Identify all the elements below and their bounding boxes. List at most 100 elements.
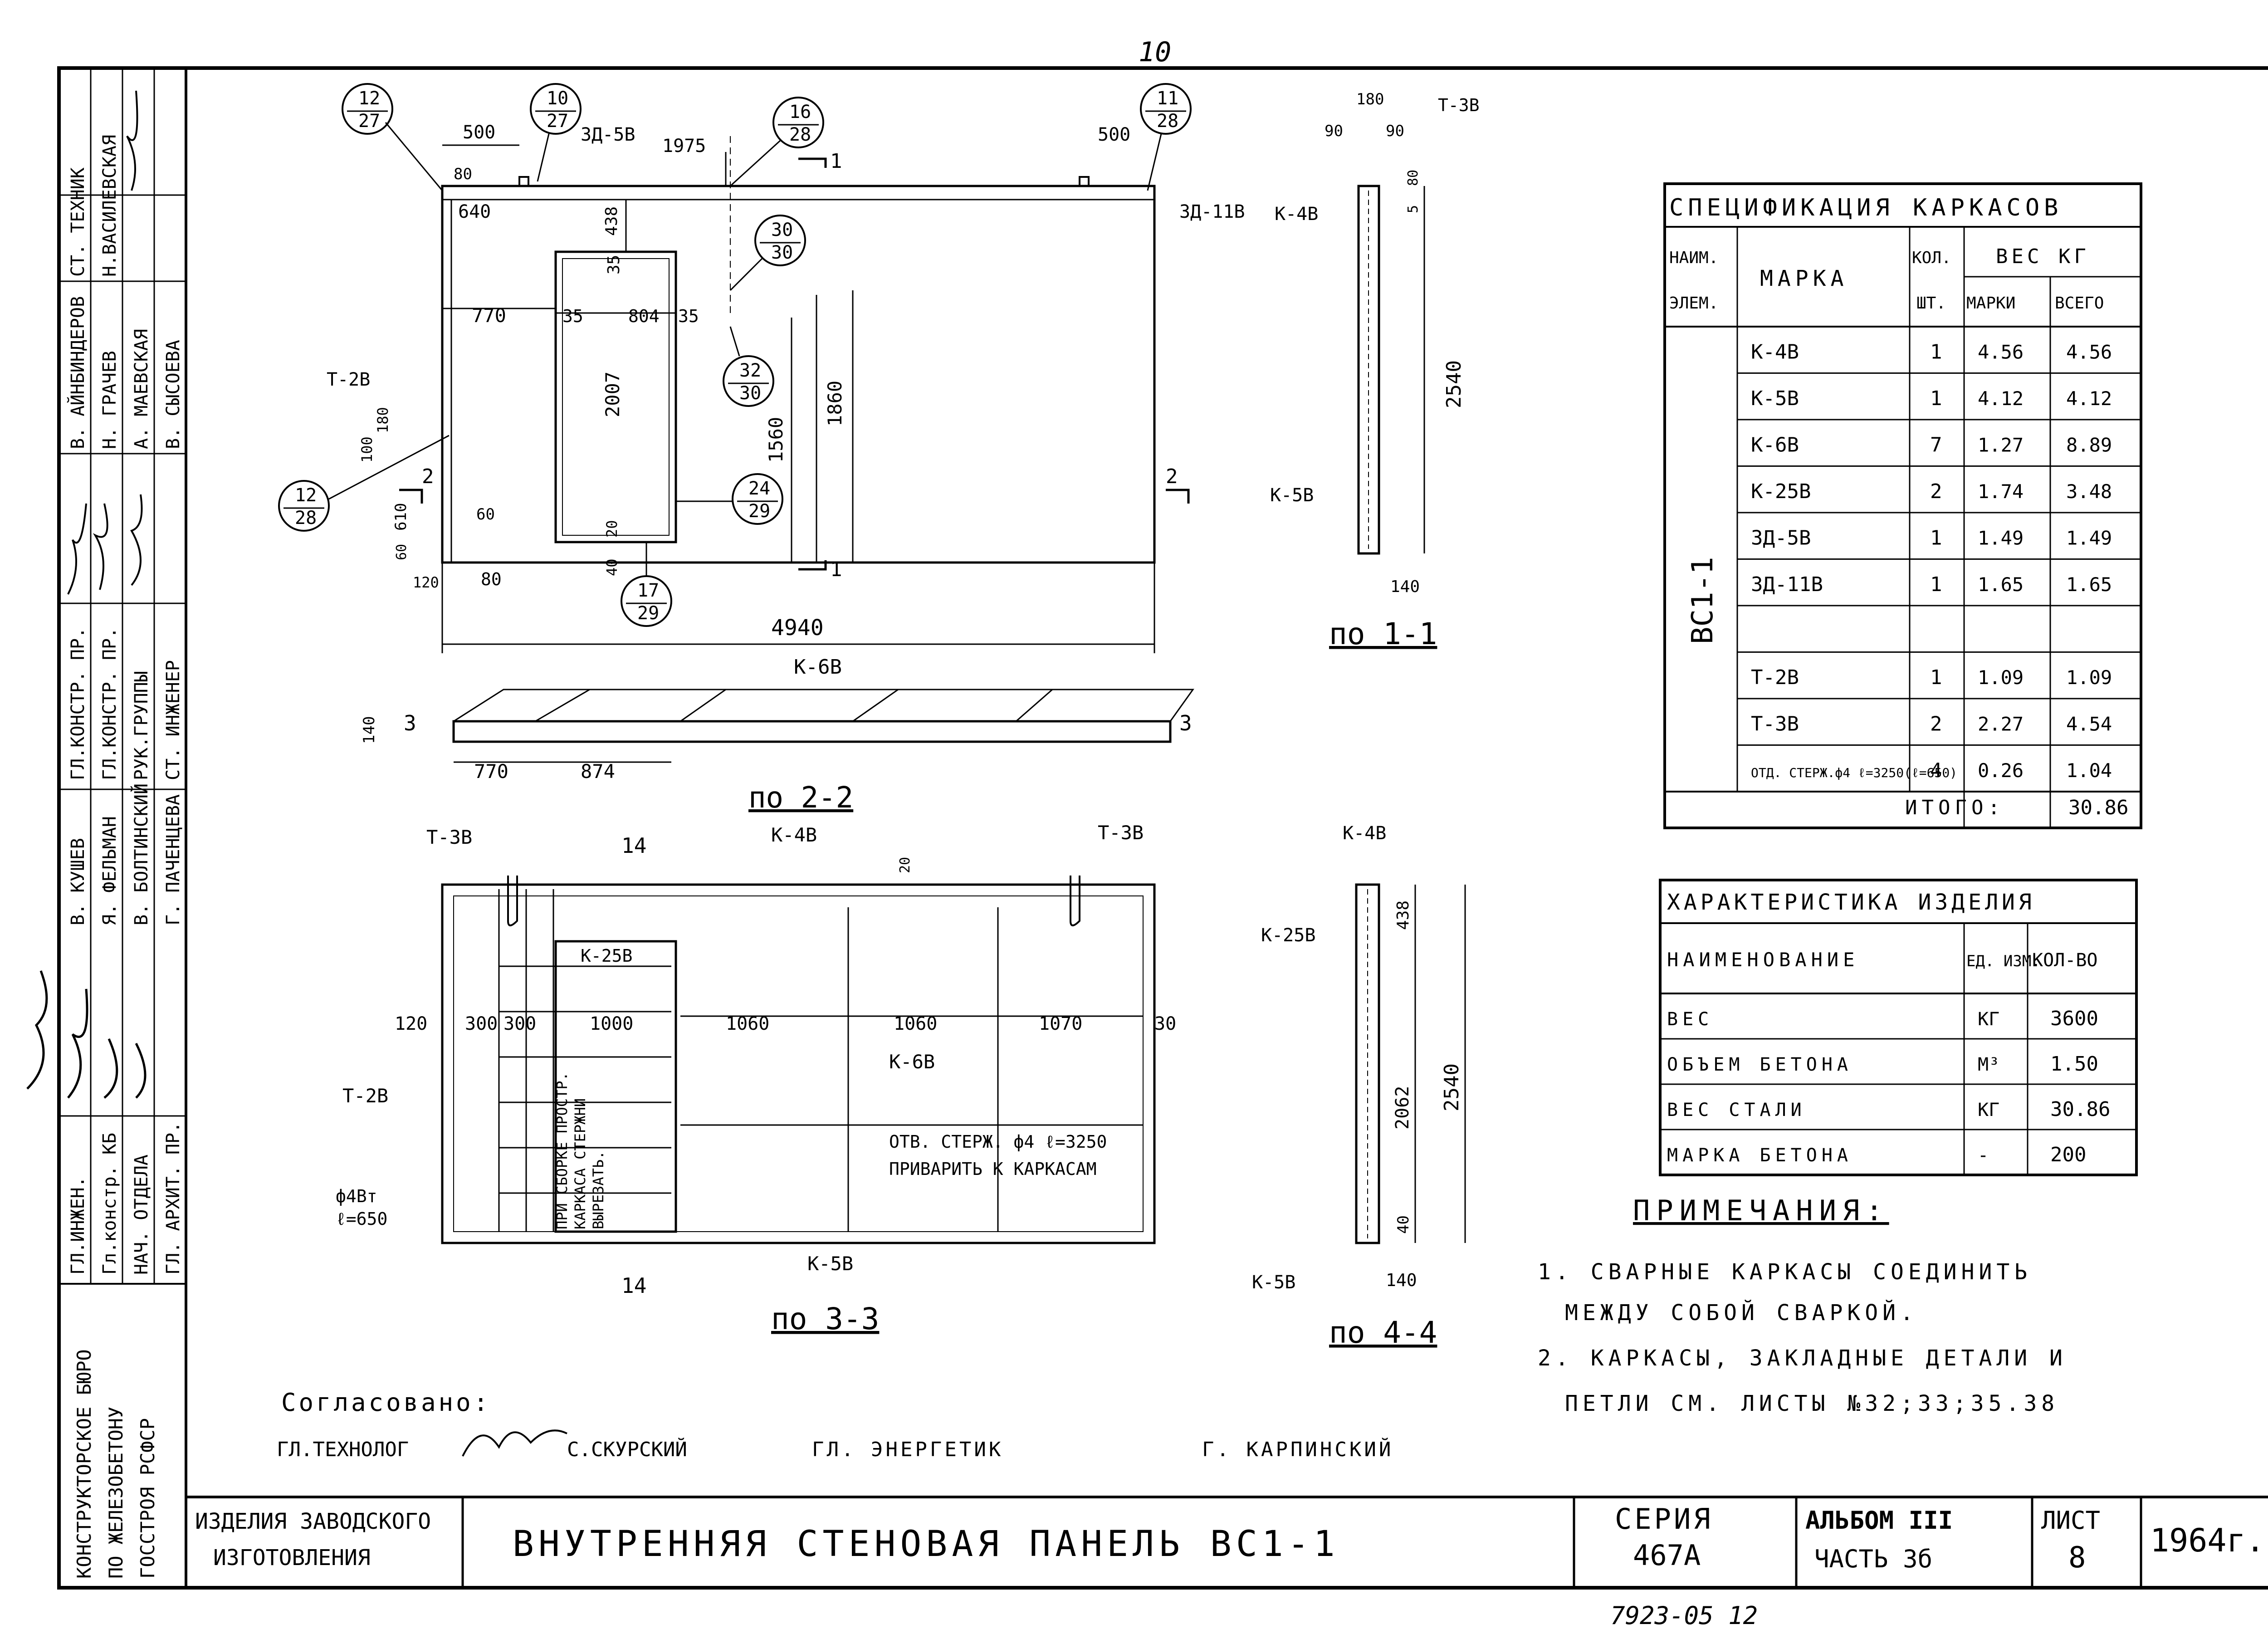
dim-1560: 1560 [765, 417, 787, 463]
char-cell-unit: М³ [1978, 1054, 1999, 1075]
spec-element: ВС1-1 [1686, 557, 1720, 644]
title-left-2: ИЗГОТОВЛЕНИЯ [213, 1545, 371, 1570]
label-33-t2: Т-2В [342, 1085, 388, 1107]
char-cell-qty: 1.50 [2050, 1052, 2098, 1076]
bureau-line-3: ГОССТРОЯ РСФСР [137, 1418, 159, 1579]
dim-35c: 35 [678, 306, 699, 326]
stamp-name-8: В. СЫСОЕВА [163, 340, 184, 449]
notes: ПРИМЕЧАНИЯ: 1. СВАРНЫЕ КАРКАСЫ СОЕДИНИТЬ… [1538, 1194, 2067, 1416]
dim-40: 40 [603, 558, 621, 576]
spec-cell-vsego: 1.49 [2066, 527, 2112, 549]
char-cell-name: МАРКА БЕТОНА [1667, 1145, 1853, 1166]
spec-cell-kol: 1 [1930, 527, 1942, 550]
spec-cell-marka: ОТД. СТЕРЖ.ф4 ℓ=3250(ℓ=650) [1751, 765, 1957, 780]
stamp-name-7: А. МАЕВСКАЯ [131, 329, 152, 449]
stamp-role-6: ГЛ.КОНСТР. ПР. [99, 627, 120, 780]
spec-cell-marki: 2.27 [1978, 713, 2024, 735]
sheet-frame [57, 66, 2268, 1590]
spec-cell-vsego: 8.89 [2066, 434, 2112, 456]
dim-33-1060b: 1060 [894, 1013, 937, 1034]
title-main: ВНУТРЕННЯЯ СТЕНОВАЯ ПАНЕЛЬ ВС1-1 [513, 1524, 1339, 1565]
label-33-f4: ф4Вт [336, 1186, 377, 1206]
spec-cell-marki: 4.12 [1978, 387, 2024, 410]
label-44-k5: К-5В [1252, 1272, 1295, 1293]
section-44-title: по 4-4 [1329, 1315, 1437, 1350]
page-number: 10 [1139, 36, 1171, 68]
spec-cell-marka: ЗД-5В [1751, 527, 1811, 550]
spec-title: СПЕЦИФИКАЦИЯ КАРКАСОВ [1669, 194, 2063, 221]
dim-640: 640 [458, 201, 491, 222]
bureau-line-1: КОНСТРУКТОРСКОЕ БЮРО [73, 1349, 95, 1579]
spec-cell-marka: Т-2В [1751, 666, 1799, 689]
dim-44-438: 438 [1394, 900, 1413, 930]
section-mark-3a: 3 [404, 711, 416, 735]
dim-33-30: 30 [1154, 1013, 1176, 1034]
dim-33-300b: 300 [503, 1013, 536, 1034]
label-33-t3a: Т-3В [426, 826, 472, 848]
label-33-k4: К-4В [771, 824, 817, 846]
dim-438: 438 [602, 206, 621, 236]
stamp-name-6: Н. ГРАЧЕВ [99, 351, 120, 449]
spec-h-vsego: ВСЕГО [2055, 294, 2104, 313]
spec-cell-marki: 0.26 [1978, 759, 2024, 782]
label-44-k4: К-4В [1343, 823, 1386, 844]
note-2a: 2. КАРКАСЫ, ЗАКЛАДНЫЕ ДЕТАЛИ И [1538, 1345, 2067, 1371]
section-1-1: 180 90 90 Т-3В К-4В 80 5 2540 К-5В 140 п… [1270, 90, 1480, 651]
note-2b: ПЕТЛИ СМ. ЛИСТЫ №32;33;35.38 [1565, 1391, 2059, 1416]
section-mark-2b: 2 [1166, 465, 1178, 488]
label-k6: К-6В [794, 656, 842, 679]
dim-500b: 500 [1098, 124, 1130, 145]
dim-60a: 60 [476, 505, 495, 523]
label-11-k4: К-4В [1275, 204, 1318, 225]
stamp-name-4: Г. ПАЧЕНЦЕВА [163, 794, 184, 925]
title-part: ЧАСТЬ 3б [1814, 1545, 1932, 1573]
approval-title: Согласовано: [281, 1388, 491, 1417]
dim-4940: 4940 [771, 615, 824, 641]
spec-cell-marki: 1.49 [1978, 527, 2024, 549]
dim-11-90a: 90 [1325, 122, 1343, 140]
spec-h-elem: ЭЛЕМ. [1669, 294, 1718, 313]
title-list-label: ЛИСТ [2041, 1506, 2100, 1535]
dim-100: 100 [358, 436, 376, 463]
stamp-role-5: ГЛ.КОНСТР. ПР. [68, 627, 88, 780]
section-mark-2a: 2 [422, 465, 434, 488]
bottom-code: 7923-05 12 [1610, 1601, 1758, 1630]
stamp-name-5: В. АЙНБИНДЕРОВ [67, 296, 88, 449]
spec-h-kol: КОЛ. [1912, 249, 1951, 267]
dim-33-14a: 14 [621, 833, 646, 858]
spec-h-sht: ШТ. [1916, 294, 1946, 313]
section-mark-1a: 1 [830, 150, 842, 173]
dim-500a: 500 [463, 122, 495, 143]
spec-cell-vsego: 4.56 [2066, 341, 2112, 363]
svg-text:28: 28 [789, 124, 811, 145]
svg-text:30: 30 [771, 220, 793, 240]
spec-cell-kol: 2 [1930, 480, 1942, 503]
svg-text:12: 12 [295, 485, 317, 506]
label-33-l650: ℓ=650 [336, 1209, 387, 1229]
svg-text:12: 12 [358, 88, 380, 109]
panel-outline [441, 185, 1156, 564]
char-cell-name: ВЕС СТАЛИ [1667, 1100, 1806, 1120]
char-cell-unit: КГ [1978, 1100, 1999, 1120]
char-title: ХАРАКТЕРИСТИКА ИЗДЕЛИЯ [1667, 890, 2035, 915]
spec-cell-marka: К-6В [1751, 434, 1799, 457]
spec-h-naim: НАИМ. [1669, 249, 1718, 267]
label-zd5: ЗД-5В [581, 124, 635, 145]
svg-text:10: 10 [547, 88, 568, 109]
dim-610: 610 [392, 503, 410, 531]
label-33-k5: К-5В [807, 1252, 853, 1275]
label-11-k5: К-5В [1270, 485, 1314, 506]
spec-cell-vsego: 3.48 [2066, 480, 2112, 503]
spec-cell-vsego: 4.54 [2066, 713, 2112, 735]
char-cell-qty: 200 [2050, 1143, 2086, 1166]
char-h-qty: КОЛ-ВО [2032, 950, 2098, 971]
note-1a: 1. СВАРНЫЕ КАРКАСЫ СОЕДИНИТЬ [1538, 1259, 2032, 1285]
dim-80b: 80 [481, 569, 502, 589]
stamp-role-2: Гл.констр. КБ [99, 1133, 120, 1275]
side-stamp: ГЛ.ИНЖЕН. Гл.констр. КБ НАЧ. ОТДЕЛА ГЛ. … [26, 67, 186, 1579]
approval-signature [462, 1429, 567, 1457]
